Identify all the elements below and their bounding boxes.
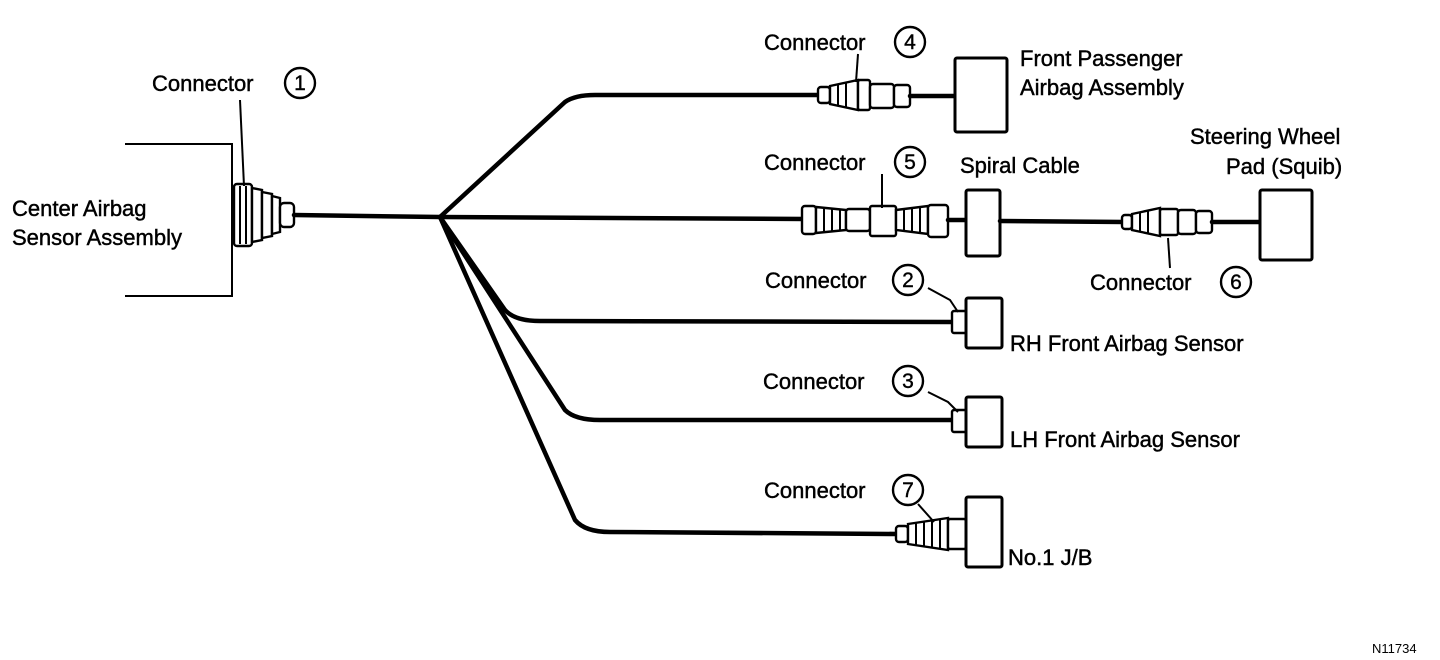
leader-connector-3 — [927, 391, 959, 413]
steering-wheel-label-line2: Pad (Squib) — [1226, 154, 1342, 179]
branch-wire-rh-sensor — [437, 214, 955, 325]
center-airbag-sensor-assembly — [125, 143, 233, 297]
main-harness-wire — [291, 212, 443, 220]
front-passenger-label-line1: Front Passenger — [1020, 46, 1183, 71]
leader-connector-1 — [239, 99, 245, 187]
center-sensor-label-line1: Center Airbag — [12, 196, 147, 221]
connector-4-number: 4 — [904, 31, 916, 54]
leader-connector-7 — [917, 503, 935, 523]
rh-front-airbag-sensor-box — [964, 296, 1004, 350]
connector-2-label: Connector — [765, 268, 867, 293]
spiral-cable-box — [964, 188, 1002, 258]
connector-6 — [1120, 206, 1214, 238]
connector-1-label: Connector — [152, 71, 254, 96]
branch-wire-front-passenger — [437, 92, 823, 220]
connector-2-number: 2 — [902, 269, 914, 292]
lh-sensor-label: LH Front Airbag Sensor — [1010, 427, 1240, 452]
center-sensor-label-line2: Sensor Assembly — [12, 225, 182, 250]
steering-wheel-pad-box — [1258, 188, 1314, 262]
steering-wheel-label-line1: Steering Wheel — [1190, 124, 1340, 149]
connector-1 — [232, 182, 296, 248]
front-passenger-airbag-box — [953, 56, 1009, 134]
connector-6-number: 6 — [1230, 271, 1242, 294]
connector-7 — [894, 516, 968, 552]
junction-block-label: No.1 J/B — [1008, 545, 1092, 570]
rh-sensor-label: RH Front Airbag Sensor — [1010, 331, 1244, 356]
connector-7-label: Connector — [764, 478, 866, 503]
junction-block-box — [964, 495, 1004, 569]
leader-connector-4 — [855, 53, 859, 83]
connector-5-number: 5 — [904, 151, 916, 174]
branch-wire-junction-block — [437, 214, 901, 537]
connector-3-label: Connector — [763, 369, 865, 394]
spiral-cable-label: Spiral Cable — [960, 153, 1080, 178]
leader-connector-6 — [1167, 237, 1171, 269]
connector-4 — [816, 78, 912, 112]
connector-6-label: Connector — [1090, 270, 1192, 295]
front-passenger-label-line2: Airbag Assembly — [1020, 75, 1184, 100]
leader-connector-2 — [927, 287, 959, 313]
connector-7-number: 7 — [902, 479, 914, 502]
connector-4-label: Connector — [764, 30, 866, 55]
figure-code: N11734 — [1372, 641, 1417, 656]
connector-5-label: Connector — [764, 150, 866, 175]
lh-front-airbag-sensor-box — [964, 395, 1004, 449]
connector-5 — [800, 203, 950, 239]
branch-wire-lh-sensor — [437, 214, 955, 423]
branch-wire-spiral-cable — [437, 214, 809, 222]
connector-1-number: 1 — [294, 72, 306, 95]
connector-3-number: 3 — [902, 370, 914, 393]
